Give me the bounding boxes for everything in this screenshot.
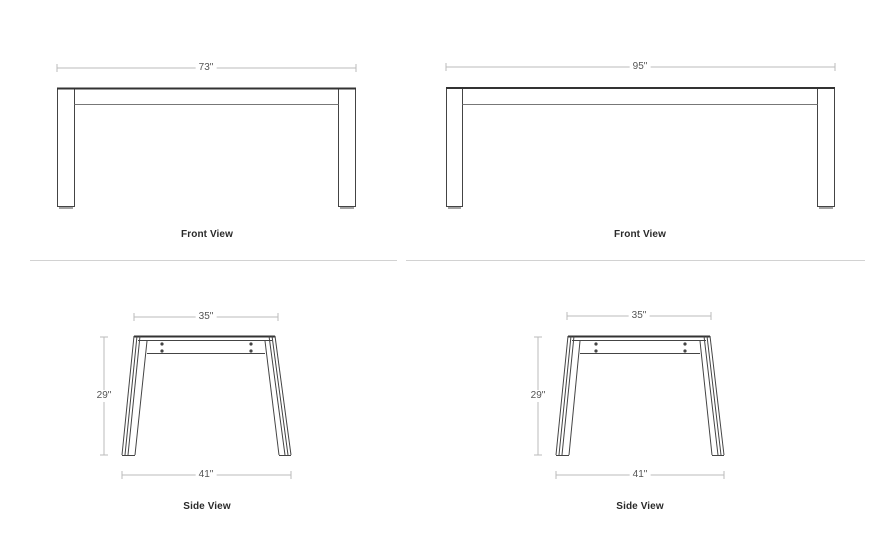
front-95-width-dimension: 95" xyxy=(629,61,651,73)
side-left-height-dimension: 29" xyxy=(93,390,115,402)
side-right-height-dimension: 29" xyxy=(527,390,549,402)
front-view-label-right: Front View xyxy=(614,229,666,240)
front-73-width-dimension: 73" xyxy=(195,62,217,74)
side-right-top-width-dimension: 35" xyxy=(628,310,650,322)
side-view-label-right: Side View xyxy=(616,501,664,512)
front-view-95-drawing xyxy=(445,63,836,209)
section-divider-right xyxy=(406,260,865,261)
side-view-label-left: Side View xyxy=(183,501,231,512)
side-view-right-drawing xyxy=(534,312,725,479)
side-left-base-width-dimension: 41" xyxy=(195,469,217,481)
side-left-top-width-dimension: 35" xyxy=(195,311,217,323)
side-view-left-drawing xyxy=(100,313,292,479)
front-view-73-drawing xyxy=(56,64,357,209)
side-right-base-width-dimension: 41" xyxy=(629,469,651,481)
section-divider-left xyxy=(30,260,397,261)
front-view-label-left: Front View xyxy=(181,229,233,240)
